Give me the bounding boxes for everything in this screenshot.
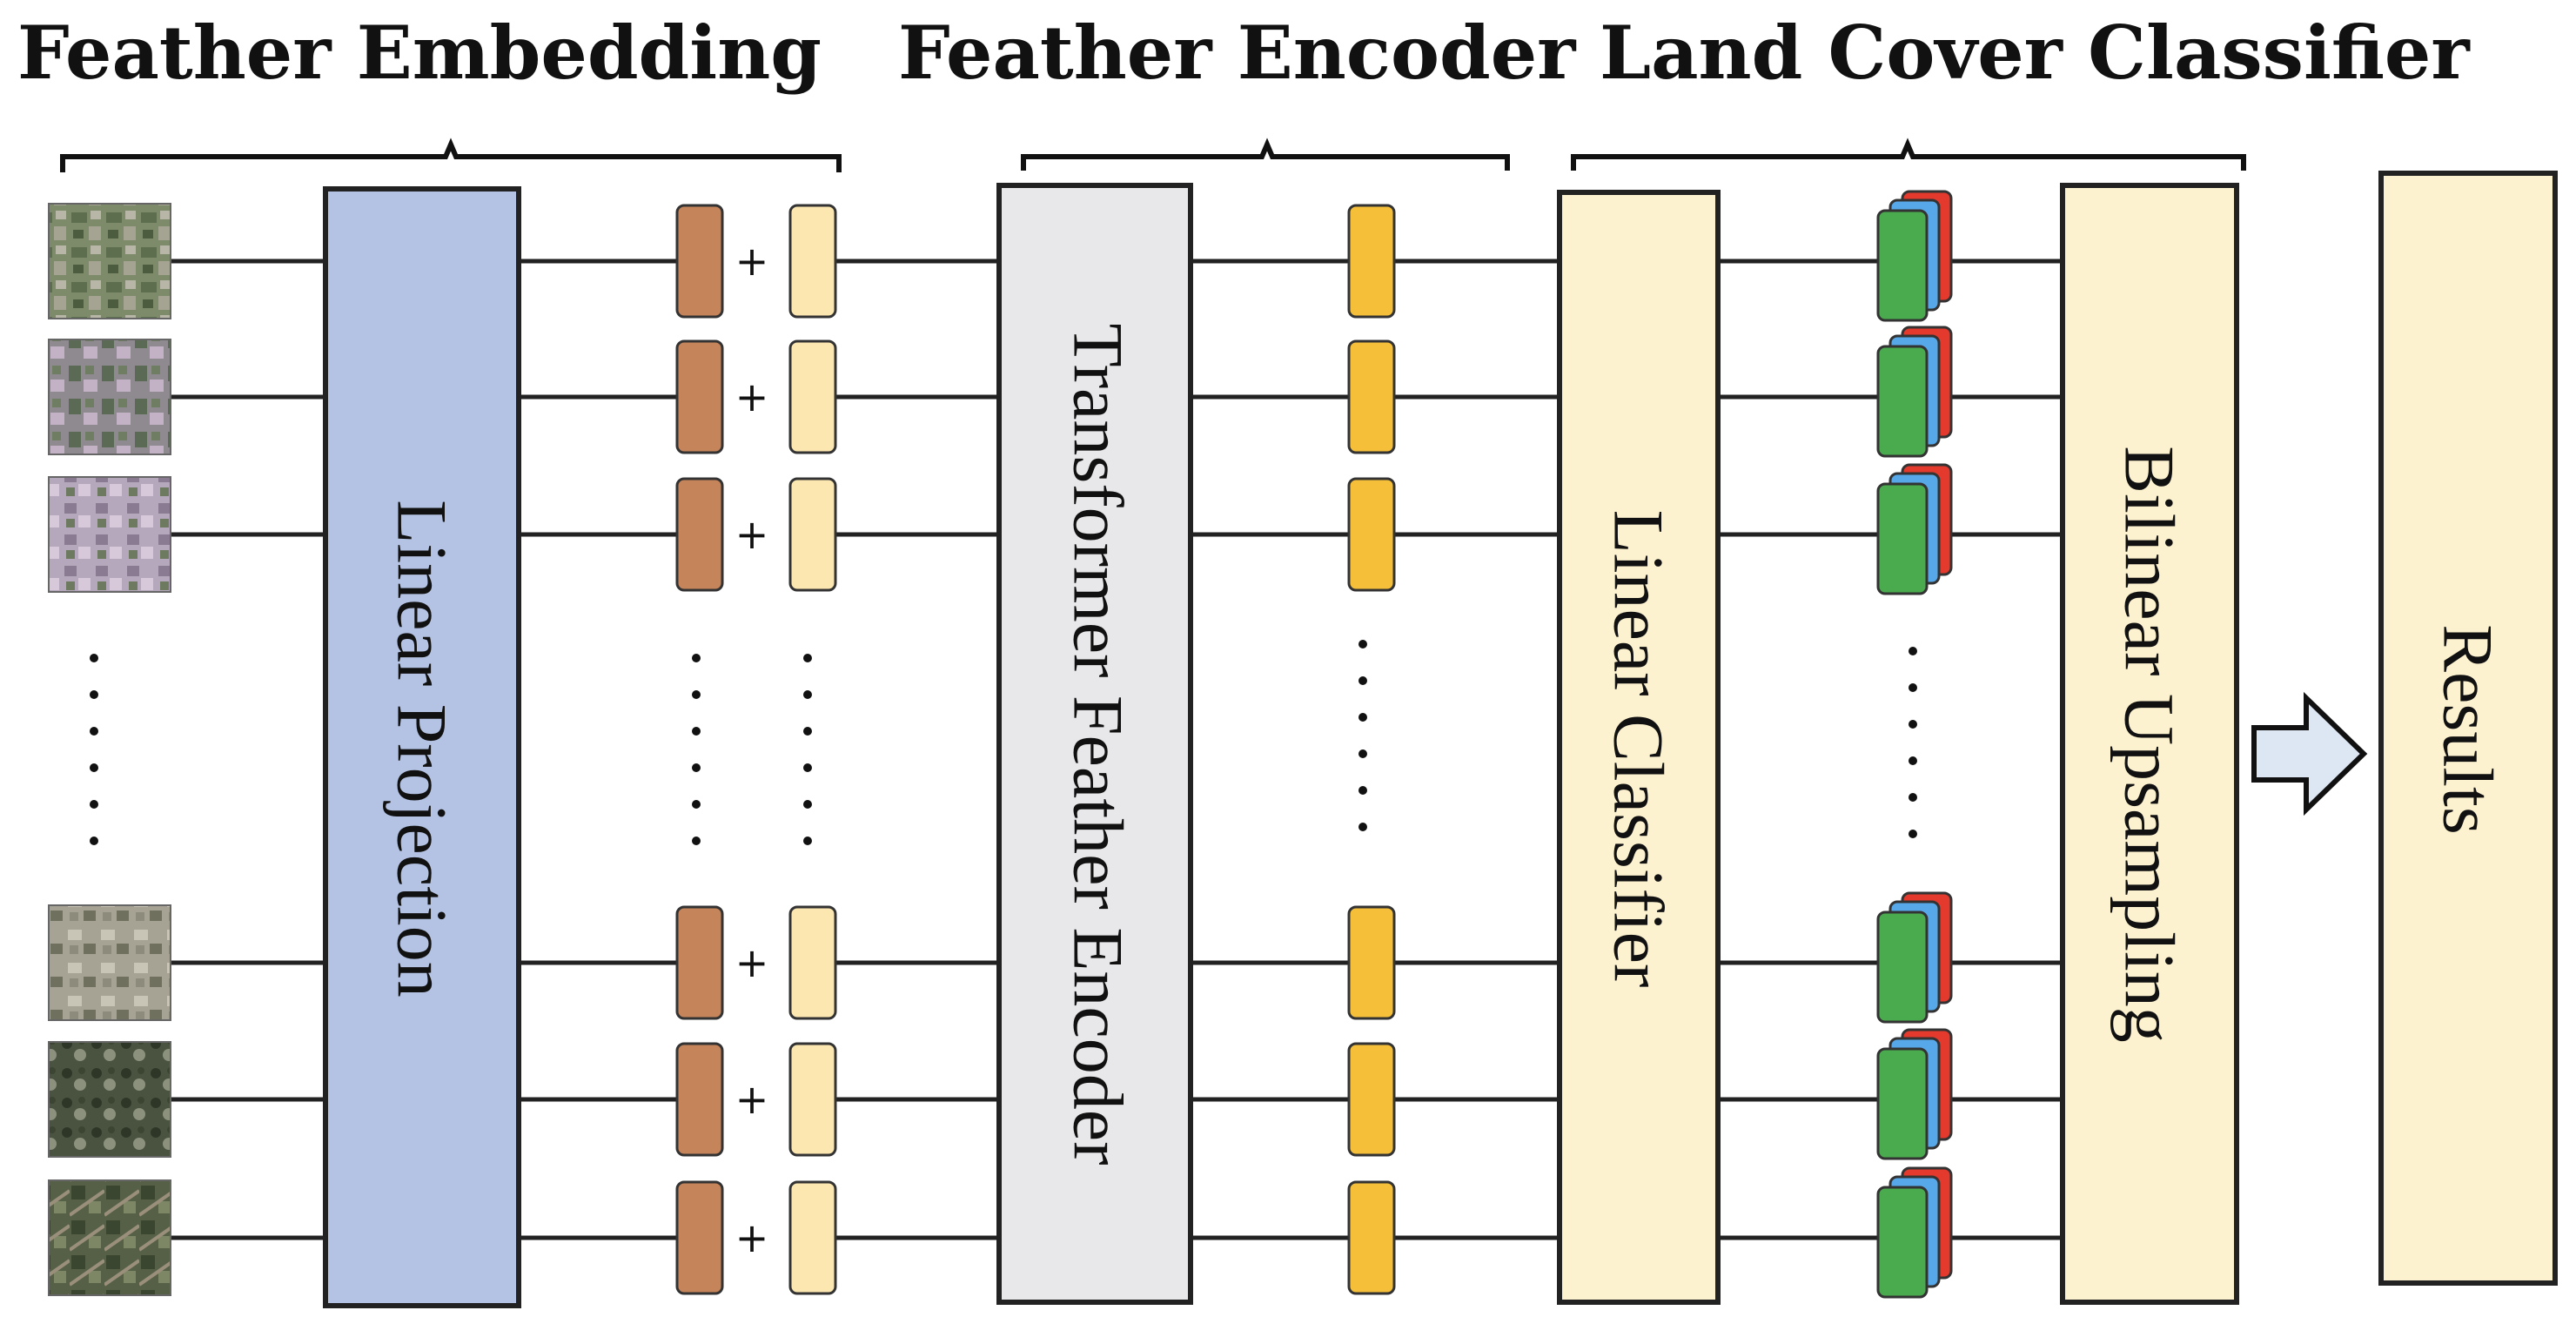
results-block [2378,171,2558,1286]
ellipsis-dot [803,654,812,662]
position-embedding-token [788,1180,837,1295]
patch-embedding-token [675,1042,724,1157]
patch-embedding-token [675,339,724,454]
position-embedding-token [788,339,837,454]
ellipsis-dot [803,727,812,736]
ellipsis-dot [1358,786,1367,795]
embedding-brace [60,138,842,172]
ellipsis-dot [1909,830,1917,838]
position-embedding-token [788,477,837,592]
ellipsis-dot [1358,713,1367,722]
position-embedding-token [788,905,837,1020]
patch-embedding-token [675,204,724,319]
ellipsis-dots [90,640,1917,845]
linear-classifier-block [1557,190,1721,1305]
plus-sign: + [735,511,769,558]
ellipsis-dot [90,763,98,772]
class-map-green [1876,209,1929,322]
ellipsis-dot [90,654,98,662]
plus-sign: + [735,238,769,285]
plus-sign: + [735,939,769,986]
transformer-feather-encoder-label: Transformer Feather Encoder [1059,324,1138,1166]
connection-lines [171,259,2063,1240]
patch-embedding-token [675,477,724,592]
ellipsis-dot [90,837,98,845]
right-arrow-icon [2251,691,2368,816]
bilinear-upsampling-block [2060,183,2239,1305]
classifier-brace [1571,138,2246,171]
input-image-patch [48,1179,171,1296]
ellipsis-dot [803,763,812,772]
ellipsis-dot [1909,683,1917,692]
patch-embedding-token [675,905,724,1020]
input-image-patch [48,904,171,1021]
plus-sign: + [735,1076,769,1123]
ellipsis-dot [692,690,701,699]
encoder-brace [1021,138,1510,171]
ellipsis-dot [803,690,812,699]
ellipsis-dot [1358,640,1367,648]
patch-embedding-token [675,1180,724,1295]
encoded-token [1347,477,1396,592]
ellipsis-dot [90,690,98,699]
linear-classifier-label: Linear Classifier [1600,510,1679,988]
position-embedding-token [788,204,837,319]
encoded-token [1347,204,1396,319]
ellipsis-dot [1358,676,1367,685]
input-image-patch [48,203,171,319]
ellipsis-dot [90,800,98,809]
land-cover-classifier-header: Land Cover Classifier [1600,10,2471,96]
ellipsis-dot [1358,823,1367,831]
ellipsis-dot [1909,793,1917,802]
ellipsis-dot [1909,756,1917,765]
encoded-token [1347,905,1396,1020]
class-map-green [1876,345,1929,458]
linear-projection-block [323,186,521,1308]
ellipsis-dot [692,727,701,736]
feather-embedding-header: Feather Embedding [17,10,822,96]
class-map-green [1876,1047,1929,1160]
results-label: Results [2429,624,2508,834]
encoded-token [1347,339,1396,454]
encoded-token [1347,1180,1396,1295]
encoded-token [1347,1042,1396,1157]
ellipsis-dot [692,654,701,662]
class-map-green [1876,482,1929,595]
bilinear-upsampling-label: Bilinear Upsampling [2110,446,2190,1043]
ellipsis-dot [692,763,701,772]
input-image-patch [48,476,171,593]
ellipsis-dot [692,837,701,845]
class-map-green [1876,1186,1929,1299]
input-image-patch [48,339,171,455]
ellipsis-dot [1909,720,1917,729]
ellipsis-dot [803,837,812,845]
ellipsis-dot [90,727,98,736]
linear-projection-label: Linear Projection [383,500,462,998]
ellipsis-dot [1909,647,1917,655]
ellipsis-dot [692,800,701,809]
ellipsis-dot [803,800,812,809]
position-embedding-token [788,1042,837,1157]
plus-sign: + [735,1214,769,1261]
transformer-feather-encoder-block [996,183,1193,1305]
class-map-green [1876,910,1929,1024]
token-rows: + + + + + + [48,190,1953,1299]
input-image-patch [48,1041,171,1158]
ellipsis-dot [1358,749,1367,758]
feather-encoder-header: Feather Encoder [898,10,1577,96]
plus-sign: + [735,373,769,420]
